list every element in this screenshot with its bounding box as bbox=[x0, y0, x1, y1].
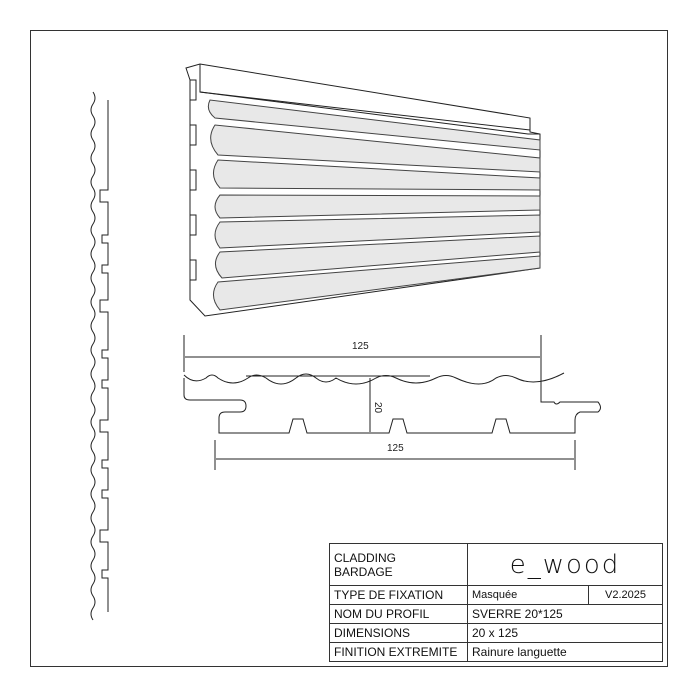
finish-value: Rainure languette bbox=[467, 642, 663, 662]
panel-3d-view bbox=[185, 63, 541, 317]
category-en: CLADDING bbox=[334, 550, 397, 565]
fixation-label: TYPE DE FIXATION bbox=[329, 585, 468, 605]
dimensions-label: DIMENSIONS bbox=[329, 623, 468, 643]
dimension-bottom-width: 125 bbox=[387, 443, 404, 454]
dimension-top-width: 125 bbox=[352, 341, 369, 352]
dimension-thickness: 20 bbox=[372, 402, 383, 414]
profile-value: SVERRE 20*125 bbox=[467, 604, 663, 624]
stacked-profile-view bbox=[90, 91, 109, 621]
fixation-value: Masquée bbox=[467, 585, 589, 605]
version-value: V2.2025 bbox=[588, 585, 663, 605]
drawing-frame bbox=[30, 30, 668, 667]
profile-label: NOM DU PROFIL bbox=[329, 604, 468, 624]
finish-label: FINITION EXTREMITE bbox=[329, 642, 468, 662]
category-fr: BARDAGE bbox=[334, 564, 393, 579]
brand-logo: e_wood bbox=[467, 543, 663, 586]
cross-section-view bbox=[183, 335, 601, 470]
dimensions-value: 20 x 125 bbox=[467, 623, 663, 643]
